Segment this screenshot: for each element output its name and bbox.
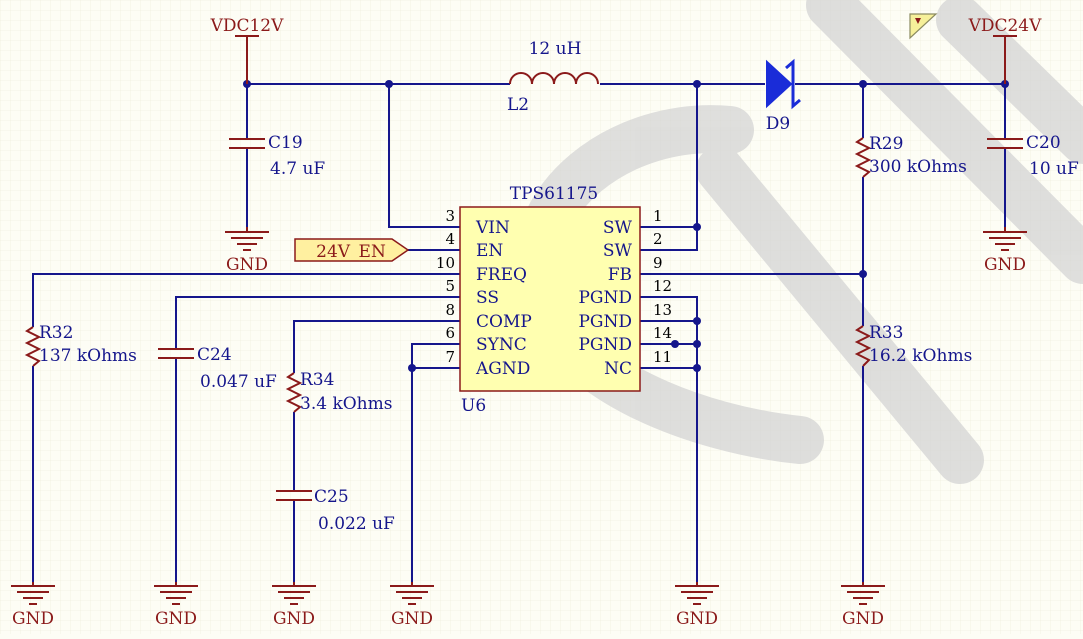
svg-text:4.7 uF: 4.7 uF [270,159,325,179]
resistor-r33: R33 16.2 kOhms [854,323,972,367]
ground-c25: GND [272,582,316,629]
svg-text:R33: R33 [869,323,903,343]
ground-c19: GND [225,227,269,275]
svg-text:GND: GND [273,609,315,629]
ground-r32: GND [11,582,55,629]
svg-text:GND: GND [12,609,54,629]
ic-body [459,206,641,392]
inductor-l2: 12 uH L2 [507,39,599,115]
svg-text:0.022 uF: 0.022 uF [318,514,395,534]
marker-icon [909,13,938,40]
pin-name: PGND [578,288,632,308]
diode-d9: D9 [766,58,801,134]
svg-text:R29: R29 [869,134,903,154]
wires [32,83,1006,582]
ic-u6: TPS61175 U6 3 4 10 5 8 6 7 VIN EN FREQ S… [436,184,672,416]
pin-number: 7 [445,348,455,366]
svg-text:C19: C19 [268,133,303,153]
svg-text:C24: C24 [197,345,232,365]
ic-part-number: TPS61175 [510,184,599,204]
pin-number: 3 [445,207,455,225]
pin-number: 1 [653,207,663,225]
svg-text:GND: GND [226,255,268,275]
capacitor-c20: C20 10 uF [987,133,1079,179]
l2-designator: L2 [507,95,529,115]
resistor-r34: R34 3.4 kOhms [285,370,392,414]
pin-name: FB [608,265,632,285]
pin-name: SS [476,288,499,308]
pin-number: 4 [445,230,455,248]
svg-text:137 kOhms: 137 kOhms [39,346,137,366]
pin-name: NC [604,359,632,379]
svg-text:R32: R32 [39,323,73,343]
svg-text:GND: GND [391,609,433,629]
pin-name: PGND [578,335,632,355]
power-port-vdc12v: VDC12V [210,16,285,84]
pin-name: VIN [475,218,510,238]
pin-name: COMP [476,312,532,332]
svg-text:R34: R34 [300,370,334,390]
pin-name: PGND [578,312,632,332]
net-label-24v-en: 24V_EN [294,238,410,262]
l2-value: 12 uH [529,39,582,59]
watermark [513,0,1083,484]
pin-number: 12 [653,277,672,295]
svg-text:GND: GND [155,609,197,629]
svg-text:0.047 uF: 0.047 uF [200,372,277,392]
pin-number: 6 [445,324,455,342]
pin-number: 11 [653,348,672,366]
svg-text:C20: C20 [1026,133,1061,153]
svg-text:VDC12V: VDC12V [210,16,285,36]
ground-r33: GND [841,582,885,629]
svg-text:24V_EN: 24V_EN [316,242,386,262]
pin-number: 10 [436,254,455,272]
ic-designator: U6 [461,396,486,416]
junctions [243,80,1009,372]
pin-name: SW [603,218,633,238]
pin-number: 8 [445,301,455,319]
ground-agnd: GND [390,582,434,629]
resistor-r29: R29 300 kOhms [854,134,967,178]
resistor-r32: R32 137 kOhms [24,323,137,367]
capacitor-c24: C24 0.047 uF [158,345,277,392]
svg-text:16.2 kOhms: 16.2 kOhms [869,346,972,366]
svg-text:C25: C25 [314,487,349,507]
svg-text:10 uF: 10 uF [1029,159,1079,179]
pin-number: 9 [653,254,663,272]
svg-text:VDC24V: VDC24V [968,16,1043,36]
pin-name: FREQ [476,265,527,285]
pin-name: AGND [475,359,530,379]
pin-number: 13 [653,301,672,319]
d9-designator: D9 [766,114,790,134]
capacitor-c19: C19 4.7 uF [229,133,325,179]
ground-c24: GND [154,582,198,629]
ground-c20: GND [983,227,1027,275]
pin-number: 14 [653,324,672,342]
capacitor-c25: C25 0.022 uF [276,487,395,534]
ground-pgnd: GND [675,582,719,629]
pin-name: EN [476,241,503,261]
pin-name: SW [603,241,633,261]
svg-text:GND: GND [676,609,718,629]
pin-name: SYNC [476,335,527,355]
svg-text:GND: GND [842,609,884,629]
pin-number: 2 [653,230,663,248]
svg-text:GND: GND [984,255,1026,275]
svg-text:3.4 kOhms: 3.4 kOhms [300,394,392,414]
pin-number: 5 [445,277,455,295]
power-port-vdc24v: VDC24V [968,16,1043,84]
svg-text:300 kOhms: 300 kOhms [869,157,967,177]
